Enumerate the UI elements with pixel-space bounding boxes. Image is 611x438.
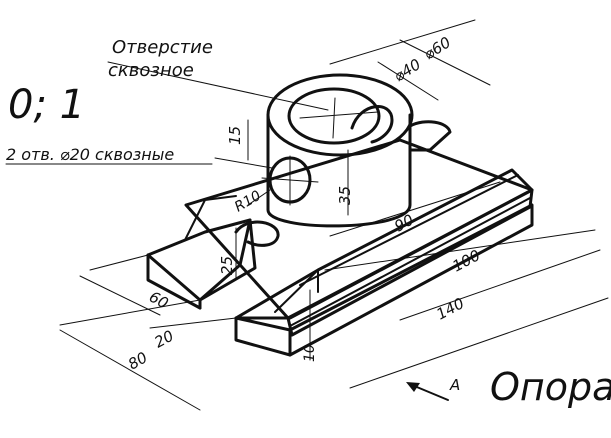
- left-support: [146, 195, 280, 310]
- dim-d20: 20: [151, 327, 176, 352]
- dim-r10: R10: [232, 188, 264, 216]
- rear-ear: [408, 120, 452, 152]
- dimension-lines: [59, 19, 609, 411]
- dim-h15: 15: [226, 126, 244, 145]
- drawing-title: Опора: [490, 365, 611, 409]
- cylinder: [261, 73, 414, 228]
- note-side-holes: 2 отв. ⌀20 сквозные: [6, 145, 174, 164]
- dim-h10: 10: [302, 344, 318, 362]
- bore-hole: [287, 87, 381, 145]
- view-arrow: [406, 382, 449, 401]
- base-plate: [184, 138, 534, 337]
- annotations: Отверстие сквозное 0; 1 2 отв. ⌀20 сквоз…: [5, 33, 611, 409]
- variant-number: 0; 1: [8, 82, 85, 128]
- dim-h35: 35: [336, 186, 354, 205]
- front-rib: [234, 168, 534, 357]
- dim-d40: ⌀40: [391, 55, 424, 85]
- view-arrow-label: A: [449, 376, 460, 394]
- note-through-hole-line1: Отверстие: [112, 37, 213, 58]
- dim-h25: 25: [218, 256, 236, 275]
- note-through-hole-line2: сквозное: [108, 60, 194, 81]
- dim-d60: ⌀60: [421, 33, 454, 63]
